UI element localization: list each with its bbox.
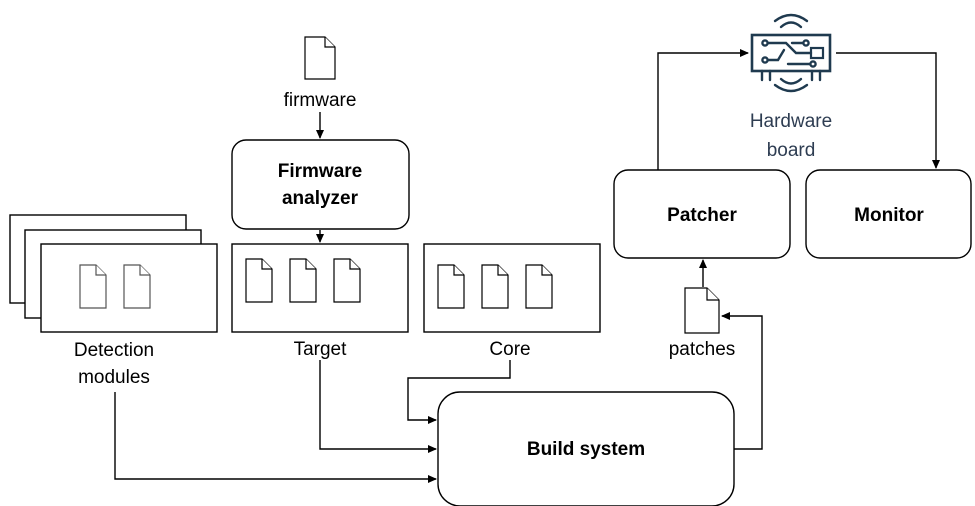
edge-detection-to-build [114, 392, 437, 483]
detection-modules-label-line1: Detection [74, 340, 154, 361]
firmware-document-icon [304, 36, 336, 80]
monitor-label: Monitor [854, 205, 924, 226]
monitor-node: Monitor [805, 169, 972, 259]
target-document-icon-1 [245, 258, 273, 303]
patcher-label: Patcher [667, 205, 737, 226]
core-document-icon-1 [437, 264, 465, 309]
patcher-node: Patcher [613, 169, 791, 259]
hardware-board-label-line1: Hardware [750, 111, 832, 132]
firmware-analyzer-label-line2: analyzer [282, 188, 359, 209]
target-document-icon-2 [289, 258, 317, 303]
edge-build-to-patches [721, 312, 763, 450]
edge-target-to-build [319, 360, 437, 453]
core-node [423, 243, 601, 333]
target-node [231, 243, 409, 333]
detection-modules-node [9, 214, 218, 333]
edge-board-to-monitor [836, 52, 940, 169]
target-label: Target [294, 339, 348, 360]
build-system-label: Build system [527, 439, 645, 460]
core-document-icon-2 [481, 264, 509, 309]
patches-label: patches [669, 339, 736, 360]
detection-document-icon-1 [79, 264, 107, 309]
edge-core-to-build [407, 360, 511, 424]
build-system-node: Build system [437, 391, 735, 506]
target-document-icon-3 [333, 258, 361, 303]
detection-modules-label-line2: modules [78, 367, 150, 388]
core-document-icon-3 [525, 264, 553, 309]
firmware-analyzer-node: Firmware analyzer [231, 139, 410, 230]
firmware-analyzer-label-line1: Firmware [278, 161, 362, 182]
core-label: Core [489, 339, 530, 360]
firmware-label: firmware [284, 90, 357, 111]
circuit-board-icon [750, 13, 832, 93]
edge-patcher-to-board [657, 49, 749, 170]
hardware-board-label-line2: board [767, 140, 816, 161]
detection-document-icon-2 [123, 264, 151, 309]
patches-document-icon [684, 287, 720, 334]
